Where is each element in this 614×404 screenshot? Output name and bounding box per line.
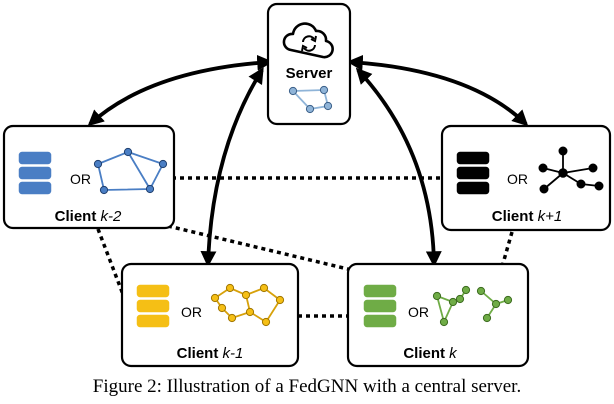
or-label: OR: [181, 304, 202, 320]
database-icon: [17, 150, 53, 196]
client-k-minus-1-title: Client k-1: [177, 345, 244, 362]
star-graph-icon: [538, 146, 604, 194]
figure-caption: Figure 2: Illustration of a FedGNN with …: [92, 376, 522, 397]
client-k-minus-1-node: OR Client k-1: [120, 262, 300, 368]
database-icon: [135, 283, 171, 329]
server-node: Server: [266, 2, 352, 126]
sync-arc-top: [302, 35, 315, 43]
server-graph-icon: [288, 85, 333, 114]
client-k-node: OR Client k: [346, 262, 530, 368]
sync-head-bottom: [301, 44, 308, 52]
client-k-plus-1-node: OR Client k+1: [440, 124, 612, 232]
arrow-server-k-1: [200, 67, 264, 268]
database-icon: [455, 150, 491, 196]
arrow-server-k+1: [346, 54, 529, 127]
database-icon: [362, 283, 398, 329]
server-links: [87, 54, 529, 268]
cloud-shape: [282, 22, 334, 59]
client-k-minus-2-node: OR Client k-2: [2, 124, 176, 230]
cloud-sync-icon: [282, 22, 334, 59]
client-k-title: Client k: [403, 345, 458, 362]
or-label: OR: [70, 171, 91, 187]
server-title: Server: [286, 65, 333, 82]
subgraphs-icon: [432, 285, 513, 327]
sync-head-top: [310, 35, 317, 43]
or-label: OR: [408, 304, 429, 320]
or-label: OR: [507, 171, 528, 187]
sync-arc-bottom: [303, 44, 316, 52]
arrow-server-k-2: [87, 54, 274, 127]
client-k-minus-2-title: Client k-2: [55, 208, 122, 225]
arrow-server-k: [355, 67, 442, 268]
server-graph-nodes: [288, 85, 333, 114]
graph-icon: [210, 283, 285, 327]
client-k-plus-1-title: Client k+1: [492, 208, 562, 225]
graph-icon: [93, 147, 168, 195]
